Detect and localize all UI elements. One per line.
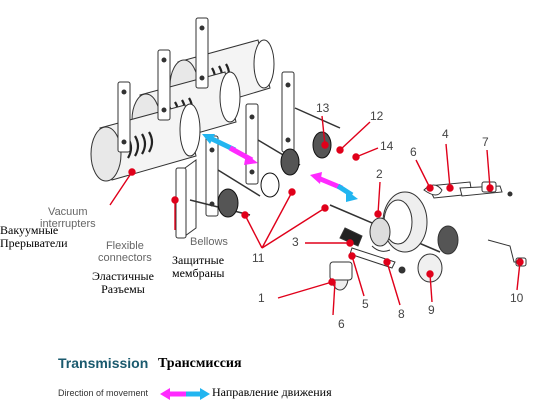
bellows-label-ru: Защитные мембраны bbox=[172, 253, 225, 281]
pointer-11c bbox=[244, 214, 263, 249]
flexible-connectors-label-ru: Эластичные Разъемы bbox=[92, 269, 154, 297]
part-number-12: 12 bbox=[370, 109, 384, 123]
pointer-vacuum bbox=[109, 171, 133, 206]
pointer-1 bbox=[277, 281, 333, 299]
pointer-6b bbox=[332, 281, 336, 316]
pointer-2 bbox=[377, 181, 381, 215]
vacuum-interrupters-label: Vacuum interrupters bbox=[40, 206, 96, 231]
flexible-connectors-label: Flexible connectors bbox=[98, 240, 152, 265]
part-number-13: 13 bbox=[316, 101, 330, 115]
vacuum-interrupters-label-ru: Вакуумные Прерыватели bbox=[0, 223, 68, 251]
part-number-5: 5 bbox=[362, 297, 369, 311]
part-number-6b: 6 bbox=[338, 317, 345, 331]
part-number-7: 7 bbox=[482, 135, 489, 149]
pointer-6a bbox=[415, 159, 431, 189]
part-number-3: 3 bbox=[292, 235, 299, 249]
part-number-6a: 6 bbox=[410, 145, 417, 159]
pointer-4 bbox=[445, 143, 451, 189]
pointer-10 bbox=[516, 261, 521, 291]
part-number-1: 1 bbox=[258, 291, 265, 305]
part-number-4: 4 bbox=[442, 127, 449, 141]
pointer-7 bbox=[486, 149, 491, 189]
vacuum-interrupters-drawing bbox=[90, 39, 275, 182]
movement-arrows bbox=[202, 134, 358, 202]
callout-pointers bbox=[109, 115, 524, 316]
pointer-9 bbox=[429, 273, 433, 303]
pointer-5 bbox=[351, 255, 365, 297]
pointer-11a bbox=[261, 191, 293, 249]
mounting-plates-drawing bbox=[117, 17, 295, 239]
part-number-9: 9 bbox=[428, 303, 435, 317]
part-number-14: 14 bbox=[380, 139, 394, 153]
direction-of-movement-label-ru: Направление движения bbox=[212, 385, 332, 399]
pointer-12 bbox=[339, 121, 371, 151]
part-number-11: 11 bbox=[252, 251, 265, 265]
part-number-8: 8 bbox=[398, 307, 405, 321]
legend-arrow bbox=[160, 388, 210, 400]
transmission-title-ru: Трансмиссия bbox=[158, 356, 242, 371]
pointer-13 bbox=[321, 115, 326, 146]
drive-assembly-drawing bbox=[329, 181, 527, 291]
transmission-title: Transmission bbox=[58, 355, 149, 371]
pointer-8 bbox=[386, 261, 401, 306]
pointer-11b bbox=[261, 207, 326, 249]
part-number-10: 10 bbox=[510, 291, 524, 305]
part-number-2: 2 bbox=[376, 167, 383, 181]
bellows-label: Bellows bbox=[190, 236, 228, 248]
direction-of-movement-label: Direction of movement bbox=[58, 388, 149, 398]
pointer-14 bbox=[355, 147, 379, 158]
